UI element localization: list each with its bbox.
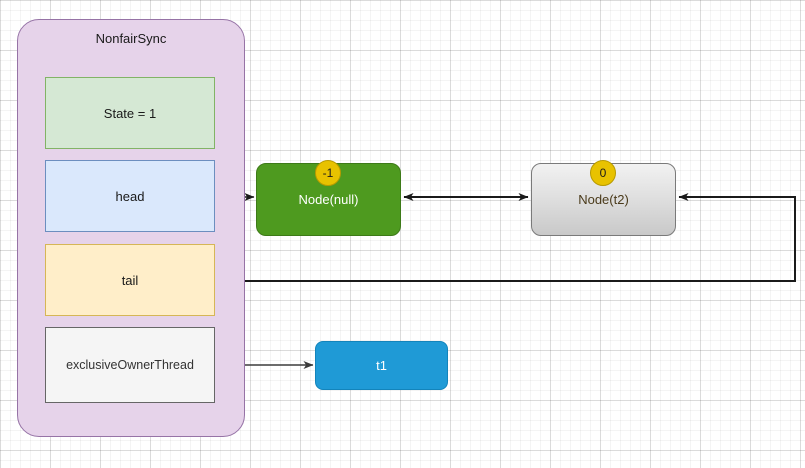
node-t2-waitstatus-value: 0 (599, 166, 607, 180)
node-t2-label: Node(t2) (578, 192, 629, 207)
field-exclusive-owner-thread[interactable]: exclusiveOwnerThread (45, 327, 215, 403)
field-exclusive-owner-thread-label: exclusiveOwnerThread (66, 358, 194, 372)
node-null-label: Node(null) (298, 192, 359, 207)
field-state[interactable]: State = 1 (45, 77, 215, 149)
nonfair-sync-title: NonfairSync (95, 31, 167, 46)
field-tail-label: tail (121, 272, 139, 288)
field-head[interactable]: head (45, 160, 215, 232)
node-t2-waitstatus-badge: 0 (590, 160, 616, 186)
thread-t1-label: t1 (376, 358, 387, 373)
field-head-label: head (115, 188, 145, 204)
node-null-waitstatus-badge: -1 (315, 160, 341, 186)
thread-t1[interactable]: t1 (315, 341, 448, 390)
node-null[interactable]: Node(null) (256, 163, 401, 236)
node-null-waitstatus-value: -1 (322, 166, 334, 180)
field-state-label: State = 1 (103, 105, 157, 121)
field-tail[interactable]: tail (45, 244, 215, 316)
